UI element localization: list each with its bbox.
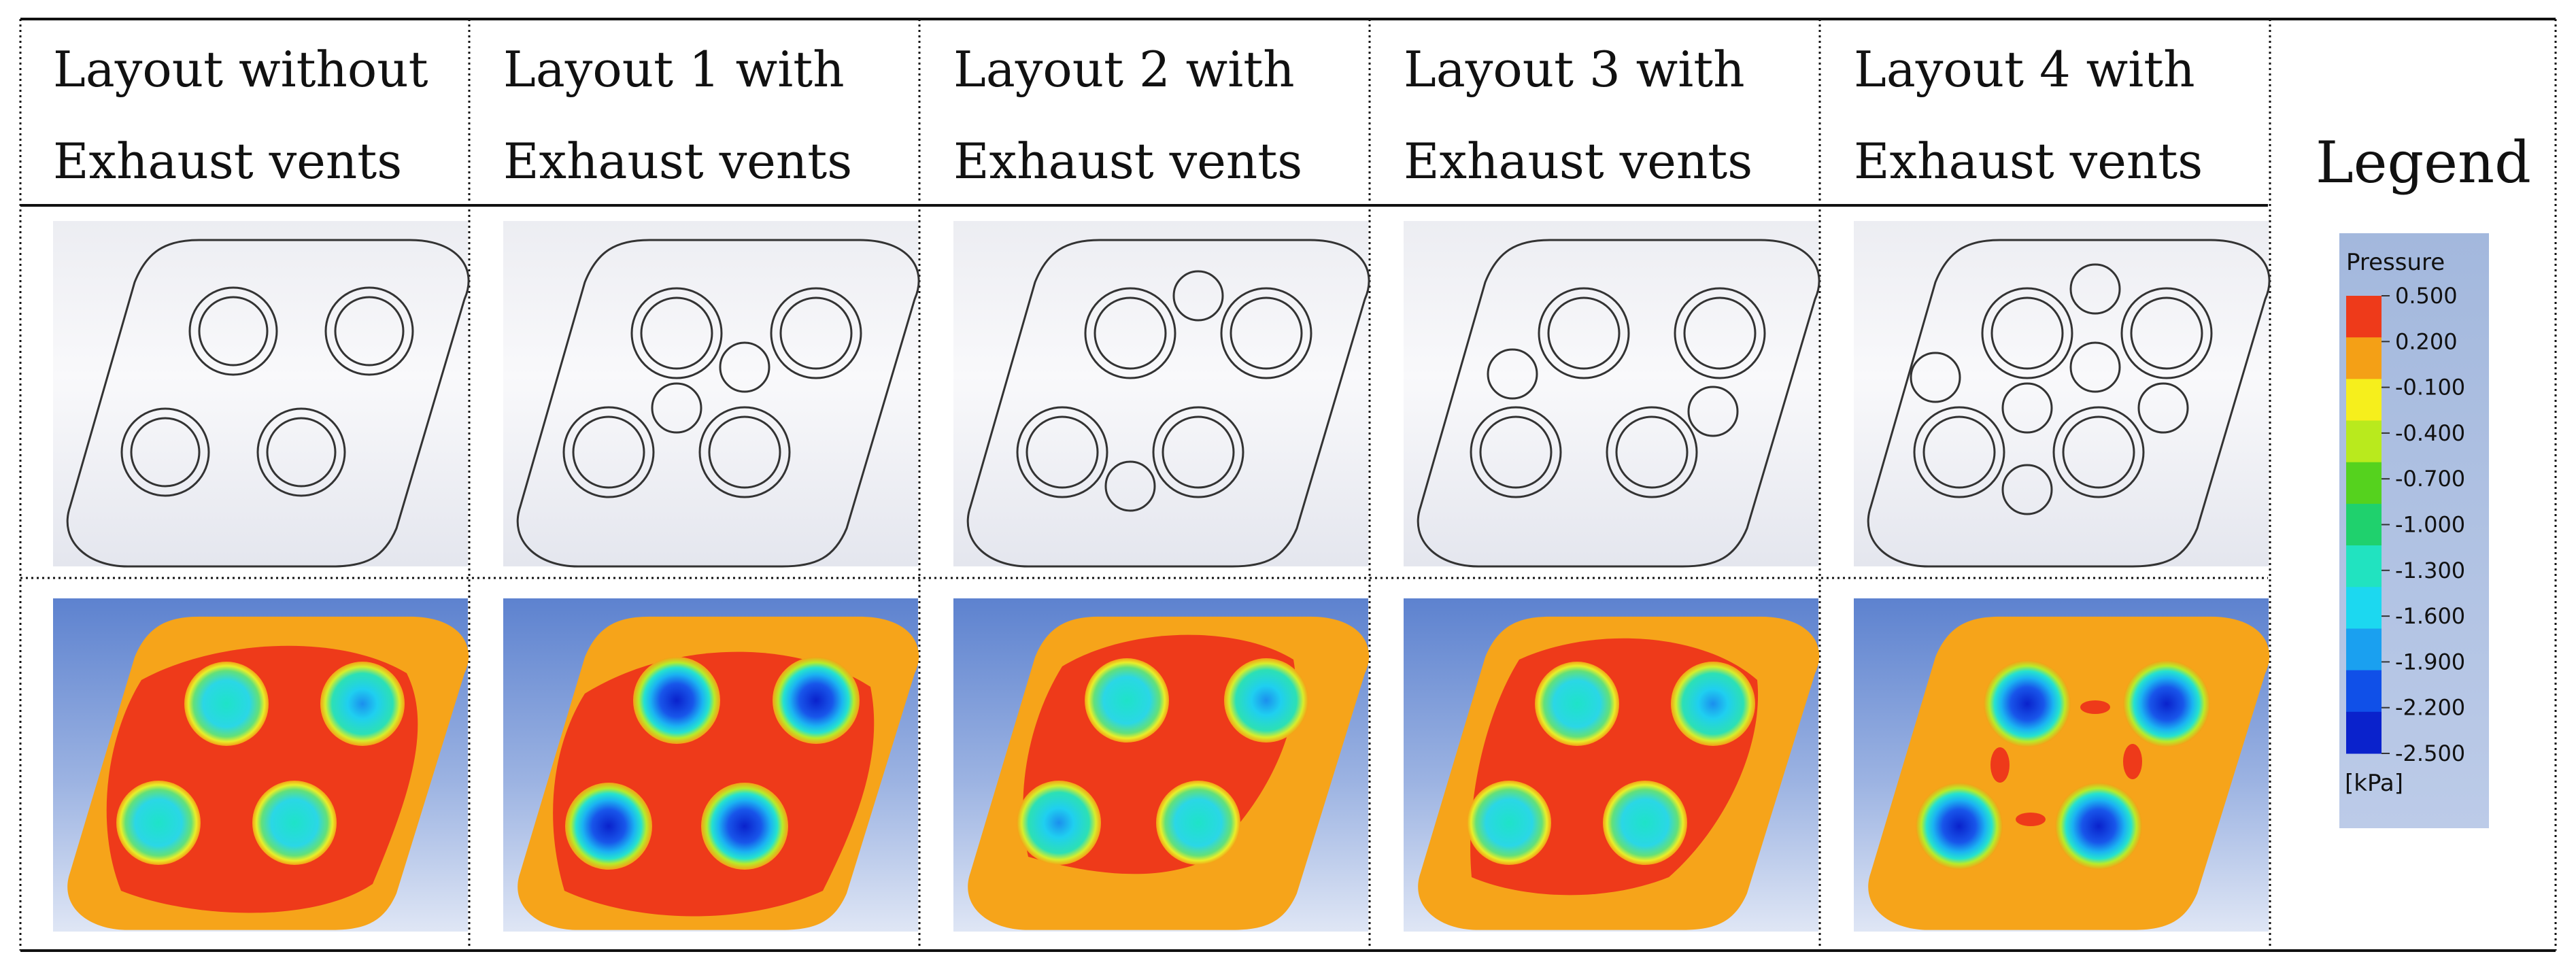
legend-swatches — [2346, 296, 2382, 754]
legend-swatch — [2346, 379, 2382, 422]
legend-tick-label: -0.700 — [2395, 466, 2465, 492]
legend-tick-label: 0.200 — [2395, 328, 2458, 354]
legend-tick-label: -2.500 — [2395, 740, 2465, 766]
column-header-layout-1: Layout 1 with Exhaust vents — [503, 24, 852, 207]
legend-unit: [kPa] — [2345, 770, 2403, 797]
column-header-layout-4: Layout 4 with Exhaust vents — [1854, 24, 2203, 207]
legend-variable: Pressure — [2346, 249, 2445, 276]
cfd-layout-2-vents — [953, 598, 1370, 932]
legend-tick-label: -1.900 — [2395, 649, 2465, 675]
cad-layout-4-vents — [1854, 221, 2271, 568]
cad-layout-2-vents — [953, 221, 1370, 568]
legend-title: Legend — [2316, 129, 2531, 196]
column-header-layout-2: Layout 2 with Exhaust vents — [953, 24, 1302, 207]
header-line-2: Exhaust vents — [1404, 133, 1753, 190]
legend-swatch — [2346, 545, 2382, 587]
header-line-2: Exhaust vents — [53, 133, 403, 190]
legend-swatch — [2346, 711, 2382, 754]
column-header-layout-without: Layout without Exhaust vents — [53, 24, 428, 207]
legend-swatch — [2346, 462, 2382, 505]
header-line-2: Exhaust vents — [1854, 133, 2203, 190]
cfd-layout-without-vents — [53, 598, 469, 932]
legend-tick-label: 0.500 — [2395, 283, 2458, 309]
cad-layout-without-vents — [53, 221, 470, 568]
cfd-layout-1-vents — [503, 598, 919, 932]
legend-swatch — [2346, 503, 2382, 546]
legend-tick-label: -1.000 — [2395, 512, 2465, 538]
legend-swatch — [2346, 337, 2382, 379]
legend-tick-label: -2.200 — [2395, 695, 2465, 721]
cad-layout-3-vents — [1404, 221, 1820, 568]
legend-swatch — [2346, 420, 2382, 463]
legend-swatch — [2346, 670, 2382, 713]
header-line-1: Layout 2 with — [953, 41, 1295, 98]
header-line-1: Layout 3 with — [1404, 41, 1745, 98]
legend-swatch — [2346, 296, 2382, 338]
legend-ticks: 0.500 0.200 -0.100 -0.400 -0.700 -1.000 -1.300… — [2382, 283, 2465, 766]
legend-swatch — [2346, 587, 2382, 629]
legend-tick-label: -1.300 — [2395, 558, 2465, 583]
cad-layout-1-vents — [503, 221, 920, 568]
table-rules — [19, 18, 2557, 952]
pressure-colorbar: Pressure 0.500 0.200 -0.100 -0.400 -0.700 -1.… — [2345, 249, 2465, 797]
header-line-1: Layout without — [53, 41, 428, 98]
header-line-2: Exhaust vents — [503, 133, 853, 190]
legend-tick-label: -1.600 — [2395, 603, 2465, 629]
pressure-legend: Pressure 0.500 0.200 -0.100 -0.400 -0.700 -1.… — [2339, 233, 2489, 828]
header-line-2: Exhaust vents — [953, 133, 1303, 190]
cfd-layout-3-vents — [1404, 598, 1820, 932]
header-line-1: Layout 4 with — [1854, 41, 2195, 98]
legend-tick-label: -0.400 — [2395, 420, 2465, 446]
legend-tick-label: -0.100 — [2395, 375, 2465, 401]
cfd-layout-4-vents — [1854, 598, 2270, 932]
header-line-1: Layout 1 with — [503, 41, 845, 98]
column-header-layout-3: Layout 3 with Exhaust vents — [1404, 24, 1752, 207]
legend-swatch — [2346, 628, 2382, 671]
